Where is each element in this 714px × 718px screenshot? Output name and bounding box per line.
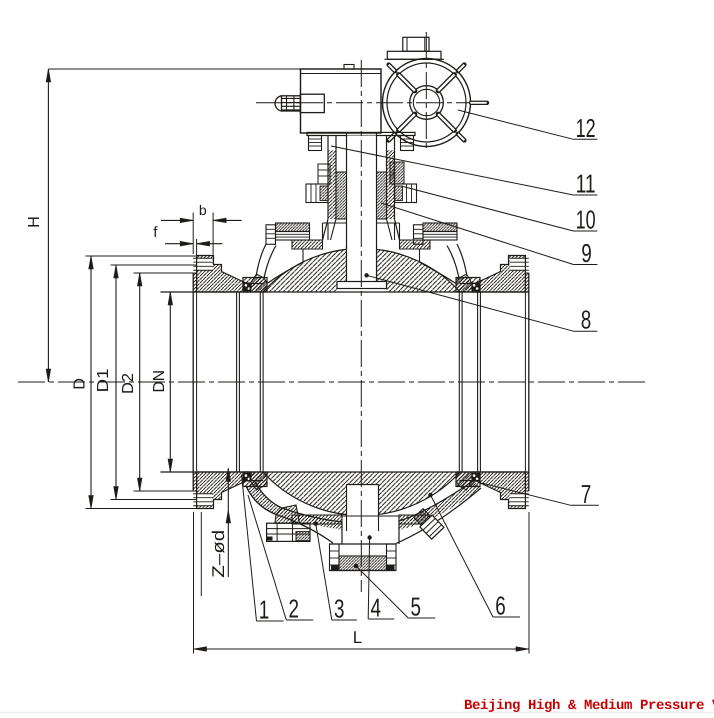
svg-text:4: 4 xyxy=(370,593,381,623)
svg-text:7: 7 xyxy=(581,479,592,509)
svg-text:D1: D1 xyxy=(95,368,112,392)
svg-text:9: 9 xyxy=(581,238,592,268)
svg-text:1: 1 xyxy=(259,595,270,625)
svg-text:Z–ød: Z–ød xyxy=(209,530,228,578)
svg-text:5: 5 xyxy=(411,592,422,622)
svg-text:D2: D2 xyxy=(120,373,137,394)
svg-text:2: 2 xyxy=(289,594,300,624)
svg-text:H: H xyxy=(26,216,43,228)
svg-text:6: 6 xyxy=(495,591,506,621)
svg-text:b: b xyxy=(199,202,207,218)
svg-text:11: 11 xyxy=(576,169,596,199)
svg-text:12: 12 xyxy=(576,113,596,143)
svg-text:10: 10 xyxy=(576,205,596,235)
svg-text:Beijing High & Medium Pressure: Beijing High & Medium Pressure V xyxy=(464,698,714,714)
svg-text:f: f xyxy=(153,224,158,241)
svg-text:8: 8 xyxy=(581,305,592,335)
svg-text:L: L xyxy=(353,628,362,647)
svg-text:3: 3 xyxy=(334,594,345,624)
svg-text:D: D xyxy=(72,378,89,390)
svg-text:DN: DN xyxy=(151,370,168,393)
